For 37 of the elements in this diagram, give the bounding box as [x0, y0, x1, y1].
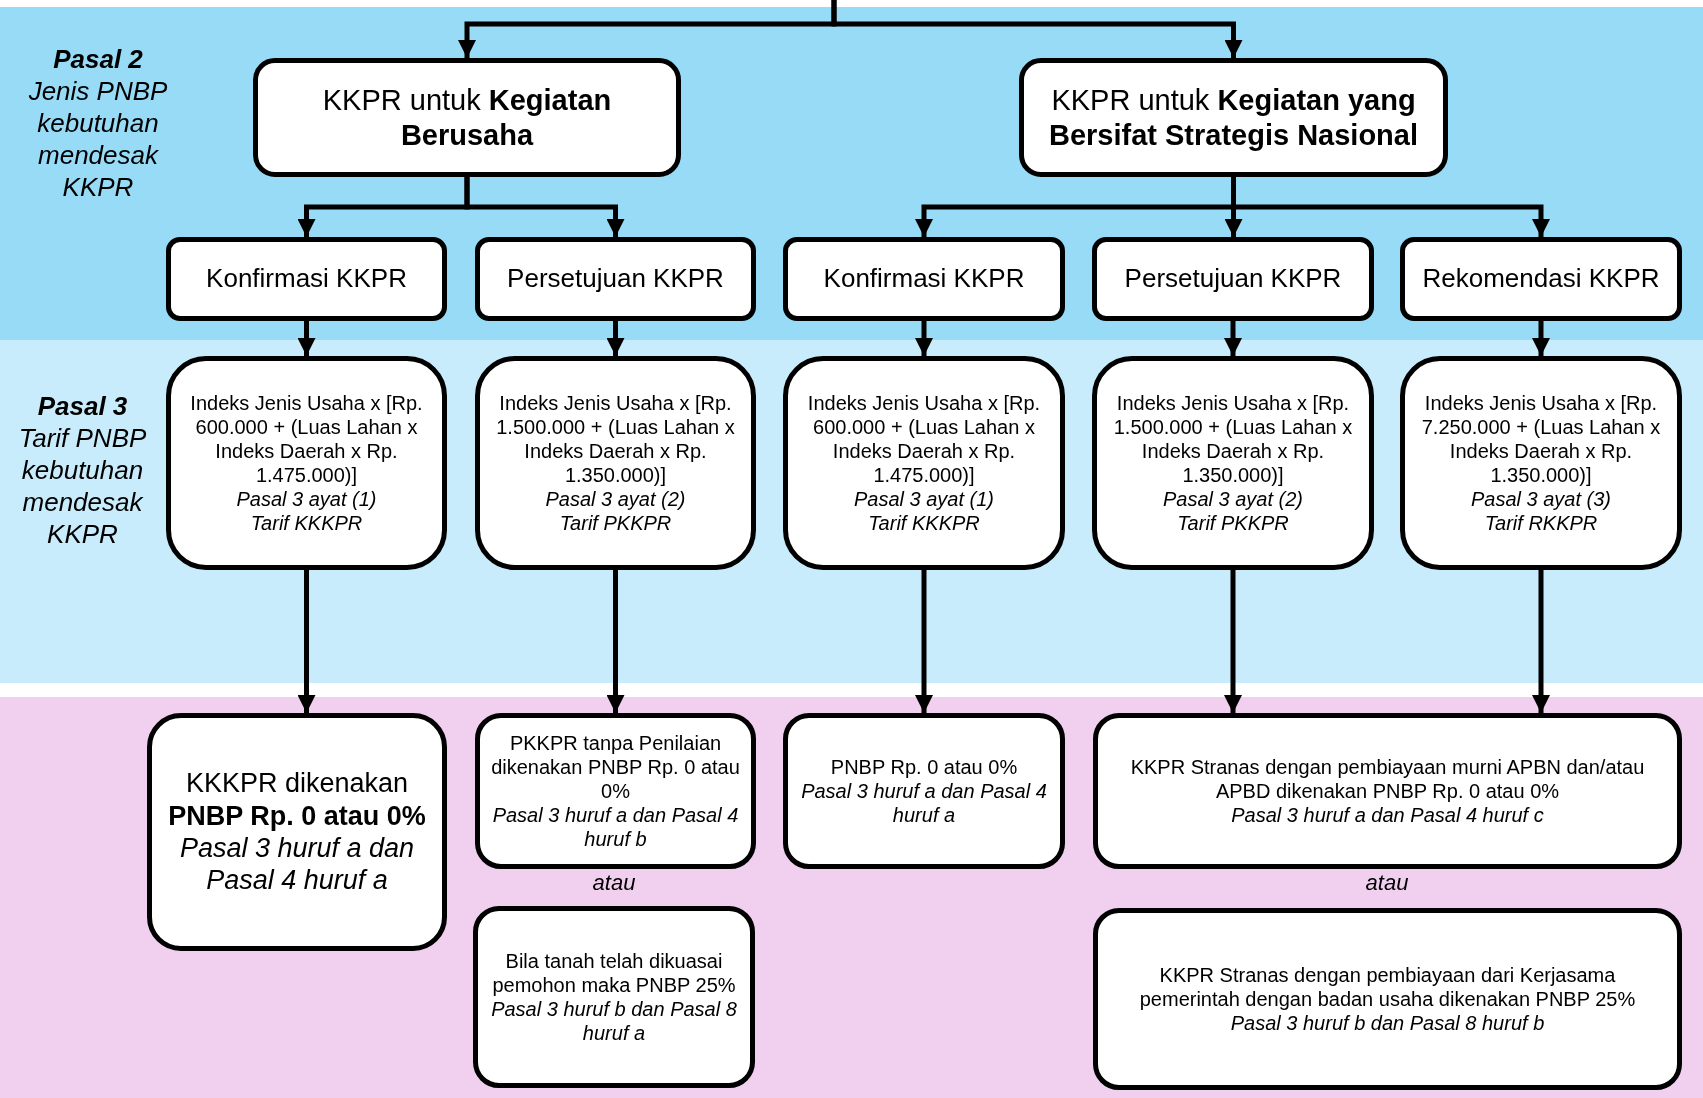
arrow [1532, 321, 1550, 356]
text-box: Persetujuan KKPR [475, 237, 756, 321]
arrow [606, 321, 625, 356]
text-box: Persetujuan KKPR [1092, 237, 1374, 321]
text-box: Konfirmasi KKPR [783, 237, 1065, 321]
text-box: Indeks Jenis Usaha x [Rp. 600.000 + (Luas Lahan x Indeks Daerah x Rp. 1.475.000)] Pasal 3 ayat (1) Tarif KKKPR [783, 356, 1065, 570]
arrow [464, 177, 625, 237]
text-box: KKPR Stranas dengan pembiayaan dari Kerjasama pemerintah dengan badan usaha dikenakan PNBP 25% Pasal 3 huruf b dan Pasal 8 huruf b [1093, 908, 1682, 1090]
text-box: Indeks Jenis Usaha x [Rp. 1.500.000 + (Luas Lahan x Indeks Daerah x Rp. 1.350.000)] Pasal 3 ayat (2) Tarif PKKPR [1092, 356, 1374, 570]
text-box: Indeks Jenis Usaha x [Rp. 1.500.000 + (Luas Lahan x Indeks Daerah x Rp. 1.350.000)] Pasal 3 ayat (2) Tarif PKKPR [475, 356, 756, 570]
band-heading: Pasal 3 Tarif PNBP kebutuhan mendesak KKPR [17, 390, 148, 550]
connector-word: atau [592, 870, 636, 896]
arrow [915, 321, 933, 356]
band-heading: Pasal 2 Jenis PNBP kebutuhan mendesak KKPR [27, 43, 169, 203]
text-box: PKKPR tanpa Penilaian dikenakan PNBP Rp. 0 atau 0% Pasal 3 huruf a dan Pasal 4 huruf b [475, 713, 756, 869]
arrow [297, 321, 316, 356]
text-box: Konfirmasi KKPR [166, 237, 447, 321]
text-box: Indeks Jenis Usaha x [Rp. 7.250.000 + (Luas Lahan x Indeks Daerah x Rp. 1.350.000)] Pasal 3 ayat (3) Tarif RKKPR [1400, 356, 1682, 570]
arrow [915, 570, 933, 713]
text-box: KKPR untuk Kegiatan Berusaha [253, 58, 681, 177]
band-background [0, 340, 1703, 683]
arrow [297, 570, 316, 713]
arrow [1532, 570, 1550, 713]
text-box: Indeks Jenis Usaha x [Rp. 600.000 + (Luas Lahan x Indeks Daerah x Rp. 1.475.000)] Pasal 3 ayat (1) Tarif KKKPR [166, 356, 447, 570]
band-background [0, 7, 1703, 340]
arrow [1224, 570, 1242, 713]
arrow [831, 0, 1243, 58]
text-box: Rekomendasi KKPR [1400, 237, 1682, 321]
band-background [0, 697, 1703, 1098]
arrow [1224, 321, 1242, 356]
text-box: KKPR Stranas dengan pembiayaan murni APBN dan/atau APBD dikenakan PNBP Rp. 0 atau 0% Pasal 3 huruf a dan Pasal 4 huruf c [1093, 713, 1682, 869]
connector-word: atau [1365, 870, 1409, 896]
text-box: Bila tanah telah dikuasai pemohon maka PNBP 25% Pasal 3 huruf b dan Pasal 8 huruf a [473, 906, 755, 1088]
text-box: PNBP Rp. 0 atau 0% Pasal 3 huruf a dan Pasal 4 huruf a [783, 713, 1065, 869]
text-box: KKKPR dikenakan PNBP Rp. 0 atau 0% Pasal 3 huruf a dan Pasal 4 huruf a [147, 713, 447, 951]
arrow [606, 570, 625, 713]
text-box: KKPR untuk Kegiatan yang Bersifat Strategis Nasional [1019, 58, 1448, 177]
